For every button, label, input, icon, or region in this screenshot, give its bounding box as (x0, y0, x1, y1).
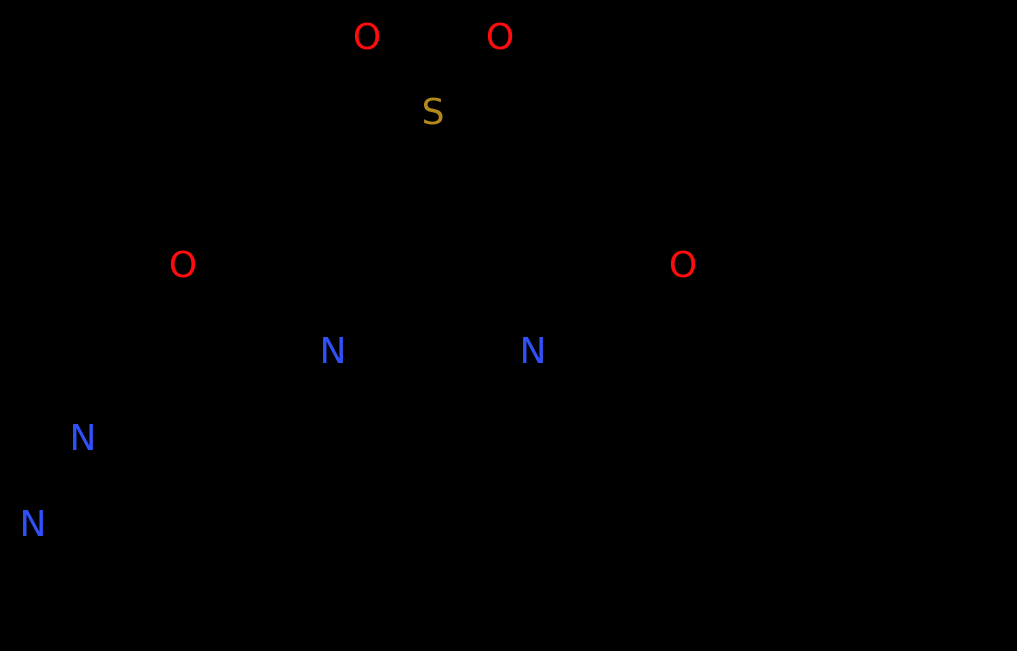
atom-label-oxygen: O (668, 245, 698, 286)
atom-label-nitrogen: N (69, 418, 97, 459)
atom-label-oxygen: O (168, 245, 198, 286)
atom-label-oxygen: O (485, 17, 515, 58)
atom-label-nitrogen: N (19, 504, 47, 545)
atom-label-sulfur: S (421, 92, 445, 133)
atom-label-nitrogen: N (519, 331, 547, 372)
atom-label-nitrogen: N (319, 331, 347, 372)
atom-label-oxygen: O (352, 17, 382, 58)
